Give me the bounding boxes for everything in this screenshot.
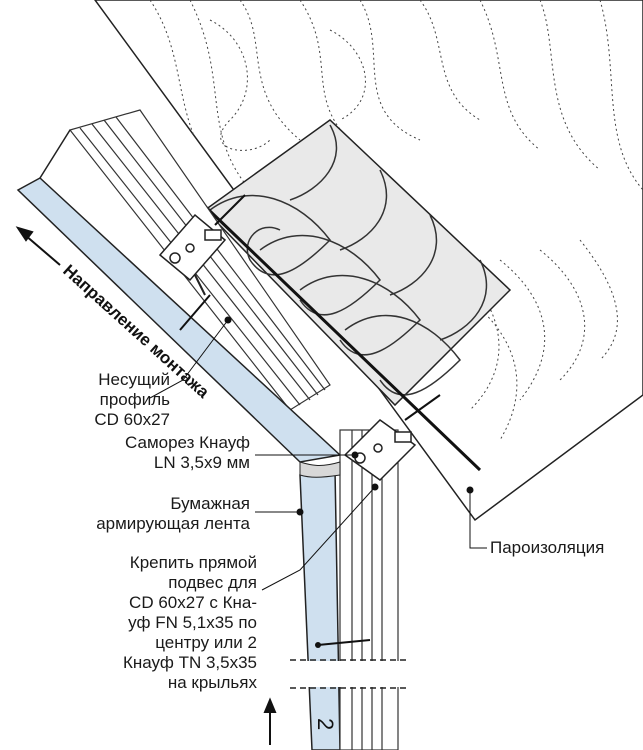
callout-line: центру или 2 [155,633,257,652]
callout-line: Пароизоляция [490,538,605,557]
callout-vapor-barrier: Пароизоляция [490,538,630,558]
break-marks [290,659,410,689]
callout-line: Бумажная [170,494,250,513]
callout-line: CD 60x27 [94,410,170,429]
callout-line: Крепить прямой [129,553,257,572]
callout-screw: Саморез Кнауф LN 3,5x9 мм [70,433,250,473]
callout-reinforcing-tape: Бумажная армирующая лента [90,494,250,534]
screws [179,194,441,646]
callout-line: Несущий [98,370,170,389]
upper-hanger-bracket [158,213,227,296]
callout-line: CD 60x27 с Кна- [129,593,257,612]
callout-line: армирующая лента [96,514,250,533]
lower-hanger-bracket [343,419,417,481]
insulation-layer [203,119,512,407]
layer-number-label: 2 [313,718,338,730]
callout-line: профиль [99,390,170,409]
vertical-cd-profile [339,429,399,750]
vertical-gypsum-board [299,469,341,750]
callout-load-bearing-profile: Несущий профиль CD 60x27 [40,370,170,430]
callout-line: подвес для [168,573,257,592]
leader-dots [224,316,474,516]
direction-arrows [15,226,277,745]
callout-line: Кнауф TN 3,5x35 [123,653,257,672]
callout-direct-hanger: Крепить прямой подвес для CD 60x27 с Кна… [60,553,257,693]
leader-lines [149,319,487,591]
joint-tape [299,461,341,478]
callout-line: уф FN 5,1x35 по [128,613,257,632]
callout-line: Саморез Кнауф [125,433,250,452]
callout-line: LN 3,5x9 мм [153,453,250,472]
callout-line: на крыльях [167,673,257,692]
